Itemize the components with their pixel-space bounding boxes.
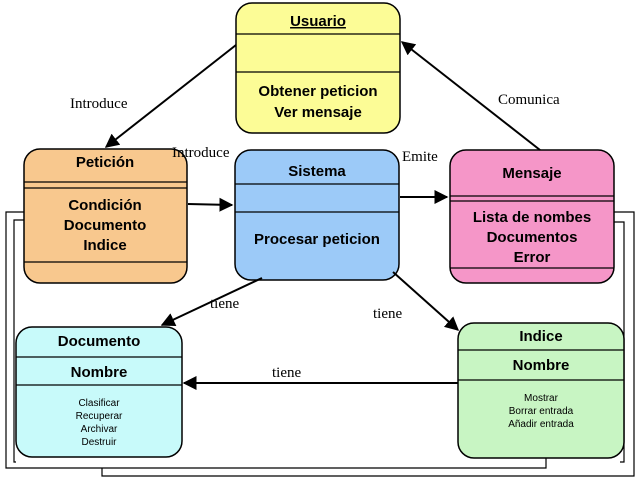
sistema-box[interactable]: Sistema Procesar peticion xyxy=(234,149,400,281)
indice-method: Añadir entrada xyxy=(508,419,574,430)
indice-title: Indice xyxy=(519,328,562,345)
usuario-title: Usuario xyxy=(290,13,346,30)
documento-title: Documento xyxy=(58,333,141,350)
edge-label-introduce: Introduce xyxy=(172,145,230,161)
usuario-method: Ver mensaje xyxy=(274,104,362,121)
indice-box[interactable]: Indice Nombre Mostrar Borrar entrada Aña… xyxy=(457,322,625,459)
indice-method: Borrar entrada xyxy=(509,406,574,417)
arrow-usuario-to-peticion xyxy=(104,44,237,148)
peticion-attr: Documento xyxy=(64,217,147,234)
peticion-box[interactable]: Petición Condición Documento Indice xyxy=(23,148,188,284)
edge-label-tiene: tiene xyxy=(210,296,239,312)
arrow-mensaje-to-usuario xyxy=(400,41,541,151)
mensaje-attr: Documentos xyxy=(487,229,578,246)
loop-line-inner xyxy=(13,219,24,463)
documento-box[interactable]: Documento Nombre Clasificar Recuperar Ar… xyxy=(15,326,183,458)
documento-attr: Nombre xyxy=(71,364,128,381)
documento-method: Recuperar xyxy=(76,411,123,422)
edge-label-emite: Emite xyxy=(402,149,438,165)
mensaje-title: Mensaje xyxy=(502,165,561,182)
edge-label-introduce: Introduce xyxy=(70,96,128,112)
edge-label-tiene: tiene xyxy=(373,306,402,322)
usuario-method: Obtener peticion xyxy=(258,83,377,100)
sistema-title: Sistema xyxy=(288,163,346,180)
peticion-title: Petición xyxy=(76,154,134,171)
loop-line-outer xyxy=(5,211,547,469)
arrow-sistema-to-documento xyxy=(160,277,263,326)
documento-method: Archivar xyxy=(81,424,118,435)
edge-label-comunica: Comunica xyxy=(498,92,560,108)
documento-method: Destruir xyxy=(81,437,117,448)
indice-method: Mostrar xyxy=(524,393,559,404)
peticion-attr: Condición xyxy=(68,197,141,214)
peticion-attr: Indice xyxy=(83,237,126,254)
mensaje-box[interactable]: Mensaje Lista de nombes Documentos Error xyxy=(449,149,615,284)
sistema-method: Procesar peticion xyxy=(254,231,380,248)
edge-label-tiene: tiene xyxy=(272,365,301,381)
usuario-box[interactable]: Usuario Obtener peticion Ver mensaje xyxy=(235,2,401,134)
documento-method: Clasificar xyxy=(78,398,120,409)
indice-attr: Nombre xyxy=(513,357,570,374)
arrow-peticion-to-sistema xyxy=(187,197,234,212)
mensaje-loop-line xyxy=(101,211,635,477)
arrow-sistema-to-indice xyxy=(392,271,460,331)
mensaje-attr: Lista de nombes xyxy=(473,209,591,226)
mensaje-attr: Error xyxy=(514,249,551,266)
